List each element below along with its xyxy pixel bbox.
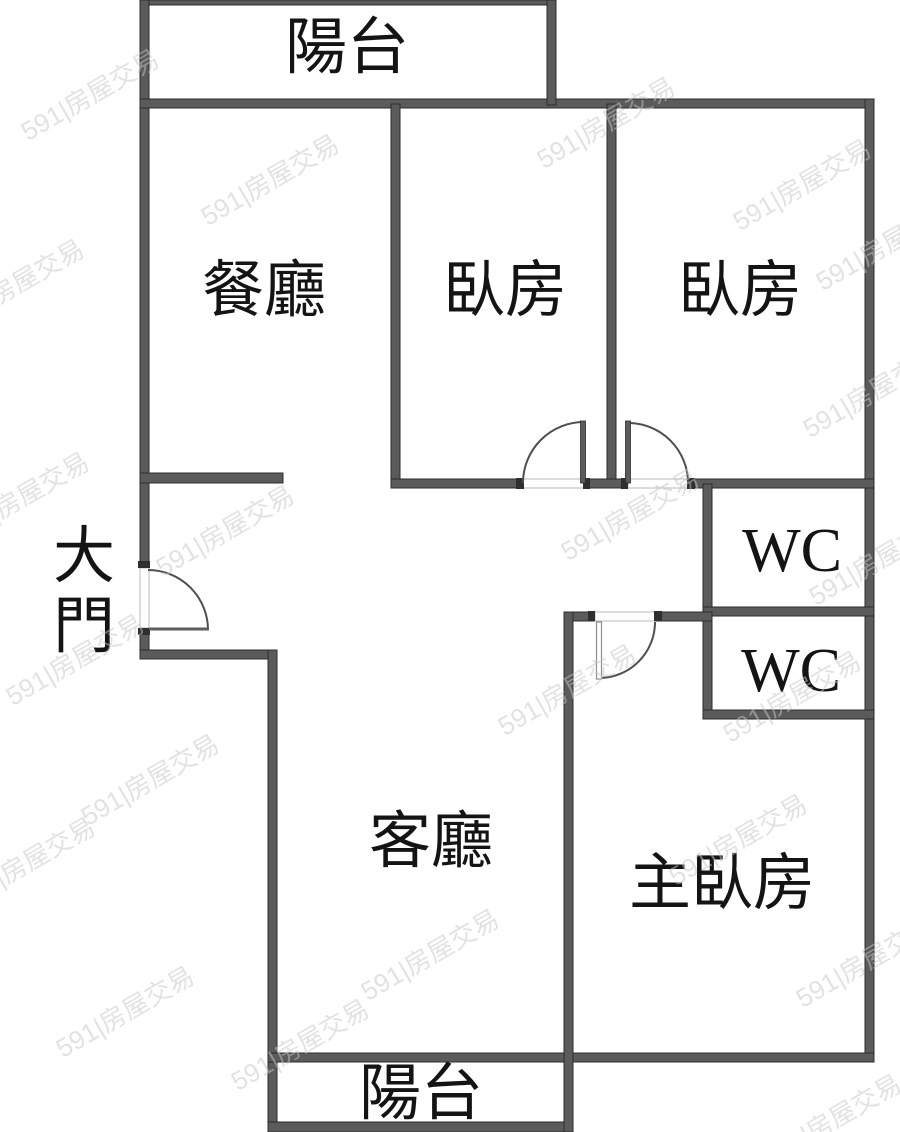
watermark-text: 591|房屋交易 <box>76 728 224 831</box>
bedroom2-door <box>625 420 689 484</box>
wall-living-left <box>267 649 278 1132</box>
watermark-text: 591|房屋交易 <box>51 960 199 1063</box>
watermark-text: 591|房屋交易 <box>0 233 89 336</box>
entry-door <box>147 569 209 631</box>
room-label-balcony-bottom: 陽台 <box>359 1060 483 1128</box>
wall-balcony-right <box>546 0 557 106</box>
bedroom1-door <box>522 420 586 484</box>
room-labels-layer: 陽台 餐廳 臥房 臥房 WC WC 大 門 客廳 主臥房 陽台 <box>53 14 842 1128</box>
wall-dining-bottom <box>139 472 284 484</box>
room-label-master-bedroom: 主臥房 <box>629 850 815 918</box>
door-leaf <box>595 621 603 680</box>
wall-end-cap <box>588 611 595 621</box>
door-openings-layer <box>139 478 689 629</box>
wall-unit-top <box>139 98 875 109</box>
door-arc <box>598 621 656 679</box>
wall-end-cap <box>687 478 695 489</box>
room-label-bedroom2: 臥房 <box>678 257 802 325</box>
watermark-text: 591|房屋交易 <box>196 128 344 231</box>
room-label-wc2: WC <box>741 637 841 705</box>
wall-end-caps <box>138 478 695 635</box>
wall-bedrooms-bottom-a <box>390 478 524 489</box>
watermark-layer: 591|房屋交易 591|房屋交易 591|房屋交易 591|房屋交易 591|… <box>0 43 900 1132</box>
wall-balcony-top-edge <box>139 0 557 6</box>
wall-master-top-b <box>654 611 713 622</box>
watermark-text: 591|房屋交易 <box>151 479 299 582</box>
wall-bed1-bed2-sep <box>606 103 617 485</box>
wall-bedrooms-bottom-c <box>687 478 875 489</box>
room-label-balcony-top: 陽台 <box>285 14 409 82</box>
wall-wc-divider <box>702 606 875 617</box>
entry-label-line1: 大 <box>53 523 115 591</box>
entry-door-opening <box>139 567 150 629</box>
door-leaf <box>625 420 631 484</box>
wall-end-cap <box>516 478 524 489</box>
door-leaf <box>580 420 586 484</box>
wall-master-left <box>563 611 574 1132</box>
watermark-text: 591|房屋交易 <box>798 340 900 443</box>
wall-entry-jog <box>139 649 278 660</box>
door-arc <box>627 422 689 484</box>
wall-dining-bed1-sep <box>390 103 401 481</box>
master-bedroom-door <box>595 621 656 680</box>
watermark-text: 591|房屋交易 <box>0 811 100 914</box>
watermark-text: 591|房屋交易 <box>728 133 876 236</box>
wall-end-cap <box>138 628 150 635</box>
master-door-opening <box>594 611 656 622</box>
watermark-text: 591|房屋交易 <box>226 993 374 1096</box>
watermark-text: 591|房屋交易 <box>791 910 900 1013</box>
room-label-bedroom1: 臥房 <box>443 257 567 325</box>
door-arc <box>522 421 585 484</box>
watermark-text: 591|房屋交易 <box>356 903 504 1006</box>
wall-wc2-bottom <box>702 709 875 720</box>
watermark-text: 591|房屋交易 <box>811 193 900 296</box>
room-label-wc1: WC <box>742 517 842 585</box>
bedroom1-door-opening <box>522 478 585 489</box>
entry-label-line2: 門 <box>53 593 115 661</box>
wall-end-cap <box>654 611 662 621</box>
wall-wc-left <box>702 483 713 720</box>
wall-end-cap <box>621 478 628 489</box>
wall-end-cap <box>583 478 590 489</box>
wall-end-cap <box>138 561 150 568</box>
watermark-text: 591|房屋交易 <box>758 1068 900 1132</box>
walls-layer <box>139 0 875 1132</box>
room-label-dining: 餐廳 <box>202 257 326 325</box>
room-label-living: 客廳 <box>369 808 493 876</box>
door-arc <box>147 569 209 631</box>
